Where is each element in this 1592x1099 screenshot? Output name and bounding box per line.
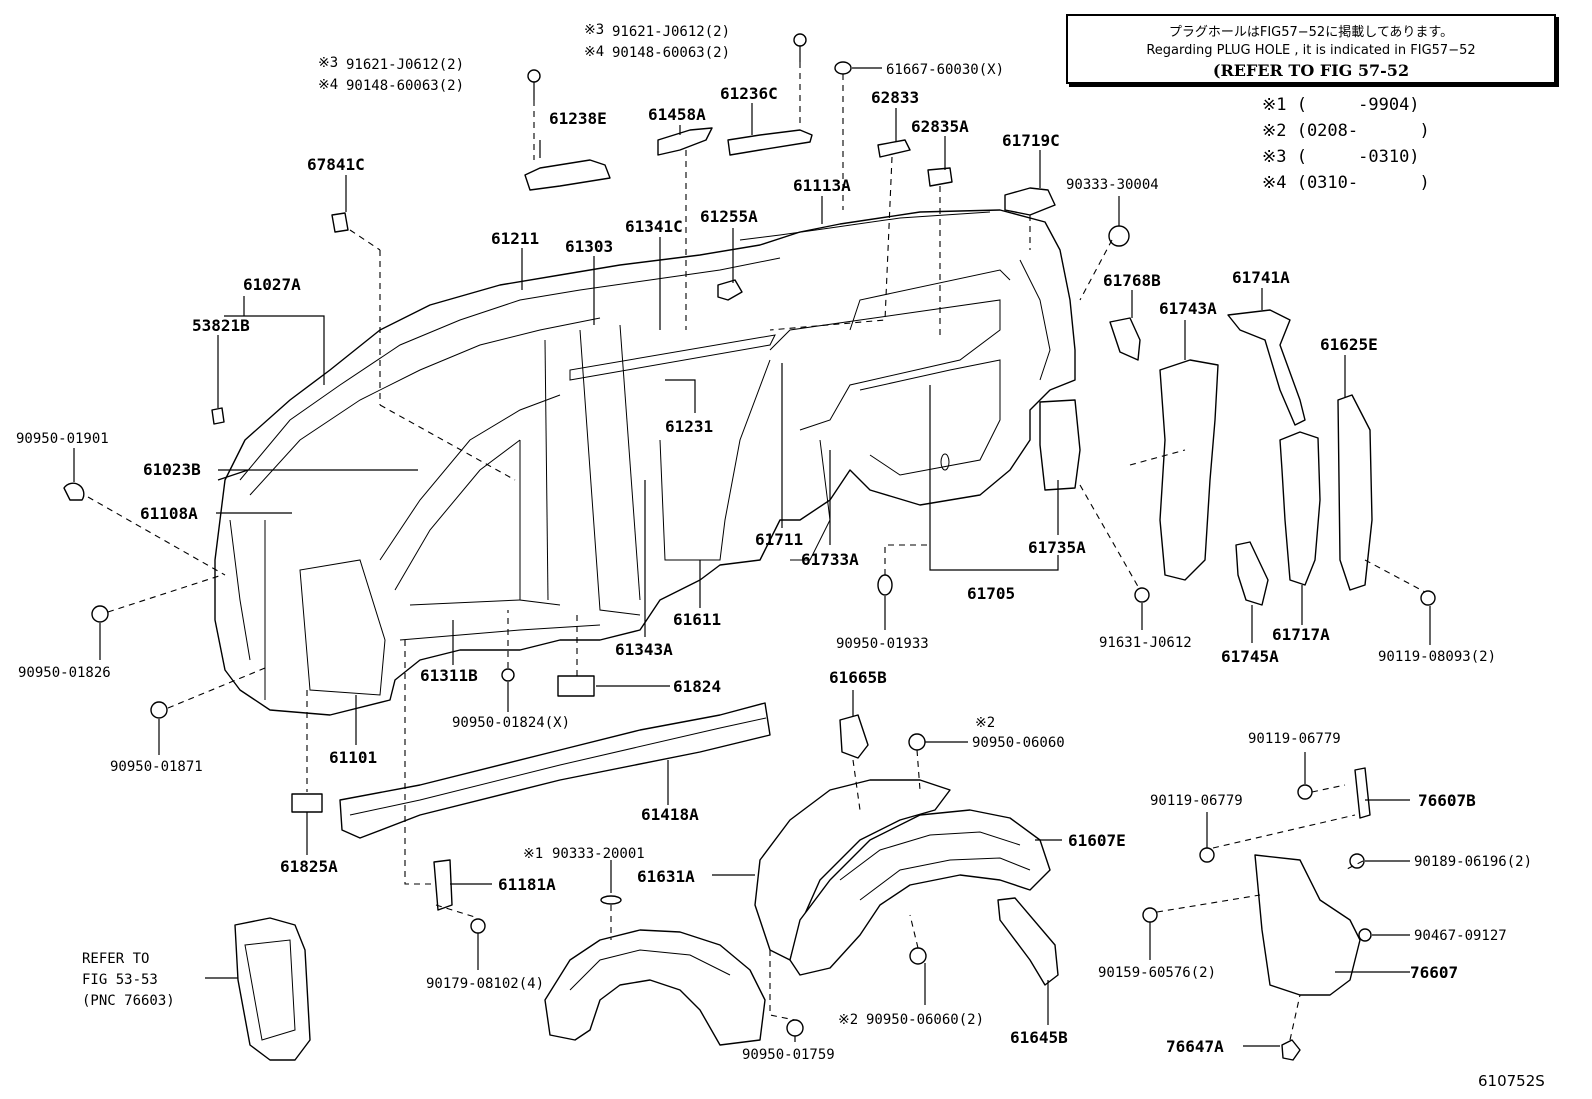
label-76607: 76607 [1410, 963, 1458, 982]
label-67841C: 67841C [307, 155, 365, 174]
label-61625E: 61625E [1320, 335, 1378, 354]
label-61231: 61231 [665, 417, 713, 436]
label-61825A: 61825A [280, 857, 338, 876]
mark-1: ※1 [523, 846, 543, 862]
legend-item-4: ※4 (0310- ) [1262, 173, 1430, 193]
label-61611: 61611 [673, 610, 721, 629]
label-61768B: 61768B [1103, 271, 1161, 290]
label-90148-left: 90148-60063(2) [346, 78, 464, 94]
mud-guard-parts [234, 767, 1371, 1061]
label-61181A: 61181A [498, 875, 556, 894]
label-90119-08093: 90119-08093(2) [1378, 649, 1496, 665]
label-90179-08102: 90179-08102(4) [426, 976, 544, 992]
label-61667: 61667-60030(X) [886, 62, 1004, 78]
top-brackets [211, 33, 1130, 425]
clips-and-fasteners [63, 482, 1436, 1037]
mark-2-a: ※2 [975, 715, 995, 731]
label-90950-01901: 90950-01901 [16, 431, 109, 447]
mark-4-top: ※4 [584, 44, 604, 60]
label-76647A: 76647A [1166, 1037, 1224, 1056]
label-61311B: 61311B [420, 666, 478, 685]
label-90159-60576: 90159-60576(2) [1098, 965, 1216, 981]
label-61645B: 61645B [1010, 1028, 1068, 1047]
label-61665B: 61665B [829, 668, 887, 687]
label-90950-01826: 90950-01826 [18, 665, 111, 681]
label-61211: 61211 [491, 229, 539, 248]
label-53821B: 53821B [192, 316, 250, 335]
label-90950-01871: 90950-01871 [110, 759, 203, 775]
label-61743A: 61743A [1159, 299, 1217, 318]
mark-3-top: ※3 [584, 22, 604, 38]
label-61023B: 61023B [143, 460, 201, 479]
mark-4-left: ※4 [318, 77, 338, 93]
label-90148-top: 90148-60063(2) [612, 45, 730, 61]
label-61108A: 61108A [140, 504, 198, 523]
legend-item-1: ※1 ( -9904) [1262, 95, 1420, 115]
label-90950-01759: 90950-01759 [742, 1047, 835, 1063]
body-side-panel-drawing [214, 209, 1076, 716]
label-61303: 61303 [565, 237, 613, 256]
label-61745A: 61745A [1221, 647, 1279, 666]
refer-pnc-text: (PNC 76603) [82, 993, 175, 1009]
note-line-refer: (REFER TO FIG 57-52 [1212, 61, 1410, 80]
label-90467-09127: 90467-09127 [1414, 928, 1507, 944]
label-61705: 61705 [967, 584, 1015, 603]
label-62835A: 62835A [911, 117, 969, 136]
label-61418A: 61418A [641, 805, 699, 824]
label-90333-30004: 90333-30004 [1066, 177, 1159, 193]
label-90333-20001: 90333-20001 [552, 846, 645, 862]
label-61238E: 61238E [549, 109, 607, 128]
legend-item-2: ※2 (0208- ) [1262, 121, 1430, 141]
leader-lines [73, 67, 1431, 1047]
part-labels: ※3 91621-J0612(2) ※4 90148-60063(2) ※3 9… [16, 22, 1532, 1063]
note-line-english: Regarding PLUG HOLE , it is indicated in… [1146, 43, 1476, 58]
label-61255A: 61255A [700, 207, 758, 226]
dashed-connection-lines [87, 62, 1426, 1041]
label-90189-06196: 90189-06196(2) [1414, 854, 1532, 870]
label-61719C: 61719C [1002, 131, 1060, 150]
label-61113A: 61113A [793, 176, 851, 195]
label-61717A: 61717A [1272, 625, 1330, 644]
label-91621-top: 91621-J0612(2) [612, 24, 730, 40]
wheel-housing-parts [544, 714, 1059, 1046]
label-76607B: 76607B [1418, 791, 1476, 810]
refer-fig-text: FIG 53-53 [82, 972, 158, 988]
label-62833: 62833 [871, 88, 919, 107]
label-90950-06060-2: 90950-06060(2) [866, 1012, 984, 1028]
label-61733A: 61733A [801, 550, 859, 569]
label-61607E: 61607E [1068, 831, 1126, 850]
label-90950-01824: 90950-01824(X) [452, 715, 570, 731]
date-range-legend: ※1 ( -9904) ※2 (0208- ) ※3 ( -0310) ※4 (… [1262, 92, 1430, 196]
label-61711: 61711 [755, 530, 803, 549]
label-90119-06779-a: 90119-06779 [1248, 731, 1341, 747]
refer-to-text: REFER TO [82, 951, 149, 967]
label-61341C: 61341C [625, 217, 683, 236]
label-61458A: 61458A [648, 105, 706, 124]
diagram-code: 610752S [1478, 1072, 1545, 1090]
label-61101: 61101 [329, 748, 377, 767]
label-61027A: 61027A [243, 275, 301, 294]
mark-3-left: ※3 [318, 55, 338, 71]
plug-hole-note-box: プラグホールはFIG57−52に掲載してあります。 Regarding PLUG… [1066, 14, 1556, 84]
label-61236C: 61236C [720, 84, 778, 103]
label-61631A: 61631A [637, 867, 695, 886]
label-90119-06779-b: 90119-06779 [1150, 793, 1243, 809]
right-pillar-parts [1039, 309, 1373, 606]
legend-item-3: ※3 ( -0310) [1262, 147, 1420, 167]
mark-2-b: ※2 [838, 1012, 858, 1028]
label-91631-J0612: 91631-J0612 [1099, 635, 1192, 651]
label-61741A: 61741A [1232, 268, 1290, 287]
note-line-japanese: プラグホールはFIG57−52に掲載してあります。 [1168, 25, 1454, 40]
label-91621-left: 91621-J0612(2) [346, 57, 464, 73]
label-90950-01933: 90950-01933 [836, 636, 929, 652]
rocker-panel [339, 702, 771, 839]
label-90950-06060: 90950-06060 [972, 735, 1065, 751]
label-61343A: 61343A [615, 640, 673, 659]
label-61824: 61824 [673, 677, 721, 696]
label-61735A: 61735A [1028, 538, 1086, 557]
